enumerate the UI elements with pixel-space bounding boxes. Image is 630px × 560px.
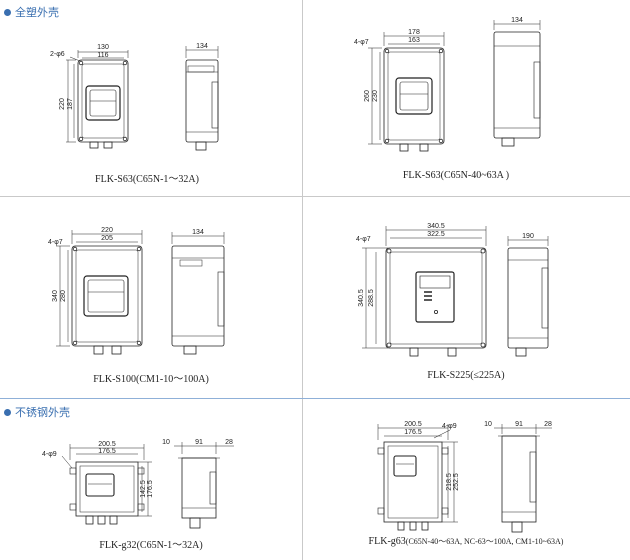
dimension-hole: 4-φ9 (442, 423, 457, 430)
dimension-inner-height: 288.5 (368, 289, 375, 307)
drawing-flk-g32: 200.5 176.5 4-φ9 142.5 176.5 10 91 28 FL… (0, 398, 302, 560)
drawing-flk-g63: 200.5 176.5 4-φ9 218.5 252.5 10 91 28 FL… (302, 398, 630, 560)
dimension-inner-height: 187 (67, 98, 74, 110)
section-header-steel: 不锈钢外壳 (4, 404, 70, 420)
drawing-flk-s100: 220 205 4-φ7 340 280 134 FLK-S100(CM1-10… (0, 196, 302, 398)
drawing-caption: FLK-S100(CM1-10～100A) (0, 370, 302, 385)
dimension-outer-width: 178 (408, 29, 420, 36)
grid-divider-vertical (302, 0, 303, 560)
dimension-outer-height: 340.5 (358, 289, 365, 307)
dimension-outer-width: 200.5 (404, 421, 422, 428)
grid-divider-horizontal (0, 196, 630, 197)
drawing-caption: FLK-S63(C65N-40~63A ) (292, 170, 620, 181)
technical-drawing: 178 163 4-φ7 260 230 134 (354, 17, 541, 152)
dimension-inner-width: 176.5 (98, 448, 116, 455)
technical-drawing: 220 205 4-φ7 340 280 134 (48, 227, 225, 355)
dimension-depth: 134 (192, 229, 204, 236)
model-spec: (≤225A) (470, 370, 505, 381)
section-divider (0, 398, 630, 399)
model-spec: (C65N-40～63A, NC-63～100A, CM1-10~63A) (405, 537, 564, 546)
dimension-outer-height: 340 (52, 290, 59, 302)
technical-drawing: 200.5 176.5 4-φ9 218.5 252.5 10 91 28 (377, 421, 552, 533)
model-spec: (C65N-40~63A ) (440, 170, 510, 181)
dimension-outer-height: 220 (59, 98, 66, 110)
dimension-side-right: 28 (225, 439, 233, 446)
drawing-flk-s63-small: 130 116 2-φ6 220 187 134 FLK-S63(C65N-1～… (0, 0, 302, 196)
dimension-inner-height: 280 (60, 290, 67, 302)
technical-drawing: 340.5 322.5 4-φ7 340.5 288.5 190 (356, 223, 549, 357)
dimension-side-left: 10 (162, 439, 170, 446)
drawing-caption: FLK-S63(C65N-1～32A) (0, 170, 298, 185)
technical-drawing: 130 116 2-φ6 220 187 134 (50, 43, 219, 151)
dimension-inner-width: 205 (101, 235, 113, 242)
dimension-side-mid: 91 (515, 421, 523, 428)
dimension-hole: 4-φ7 (48, 239, 63, 246)
dimension-outer-width: 220 (101, 227, 113, 234)
dimension-depth: 134 (511, 17, 523, 24)
dimension-outer-height: 252.5 (453, 473, 460, 491)
dimension-side-left: 10 (484, 421, 492, 428)
dimension-outer-width: 200.5 (98, 441, 116, 448)
technical-drawing: 200.5 176.5 4-φ9 142.5 176.5 10 91 28 (42, 439, 234, 529)
dimension-side-right: 28 (544, 421, 552, 428)
model-name: FLK-S63 (95, 174, 133, 185)
dimension-outer-width: 340.5 (427, 223, 445, 230)
dimension-inner-width: 322.5 (427, 231, 445, 238)
dimension-inner-height: 218.5 (446, 473, 453, 491)
drawing-flk-s225: 340.5 322.5 4-φ7 340.5 288.5 190 FLK-S22… (302, 196, 630, 398)
model-name: FLK-S100 (93, 374, 136, 385)
model-spec: (CM1-10～100A) (136, 374, 209, 385)
section-header-plastic: 全塑外壳 (4, 4, 59, 20)
dimension-outer-height: 260 (364, 90, 371, 102)
model-name: FLK-S63 (402, 170, 441, 181)
model-name: FLK-g32 (99, 540, 137, 551)
drawing-caption: FLK-S225(≤225A) (302, 370, 630, 381)
section-title: 全塑外壳 (15, 7, 59, 19)
dimension-inner-height: 142.5 (140, 480, 147, 498)
drawing-flk-s63-large: 178 163 4-φ7 260 230 134 FLK-S63(C65N-40… (302, 0, 630, 196)
section-title: 不锈钢外壳 (15, 407, 70, 419)
dimension-hole: 4-φ9 (42, 451, 57, 458)
dimension-inner-height: 230 (372, 90, 379, 102)
dimension-depth: 190 (522, 233, 534, 240)
dimension-outer-width: 130 (97, 44, 109, 51)
dimension-inner-width: 116 (97, 52, 108, 59)
dimension-hole: 2-φ6 (50, 51, 65, 58)
model-spec: (C65N-1～32A) (132, 174, 199, 185)
dimension-side-mid: 91 (195, 439, 203, 446)
model-name: FLK-S225 (427, 370, 471, 381)
bullet-icon (4, 408, 11, 416)
dimension-hole: 4-φ7 (356, 236, 371, 243)
dimension-depth: 134 (196, 43, 208, 50)
bullet-icon (4, 8, 11, 16)
drawing-caption: FLK-g63(C65N-40～63A, NC-63～100A, CM1-10~… (302, 536, 630, 547)
model-name: FLK-g63 (368, 536, 406, 547)
drawing-caption: FLK-g32(C65N-1～32A) (0, 536, 302, 551)
dimension-inner-width: 163 (408, 37, 420, 44)
dimension-inner-width: 176.5 (404, 429, 422, 436)
dimension-outer-height: 176.5 (147, 480, 154, 498)
dimension-hole: 4-φ7 (354, 39, 369, 46)
model-spec: (C65N-1～32A) (136, 540, 203, 551)
